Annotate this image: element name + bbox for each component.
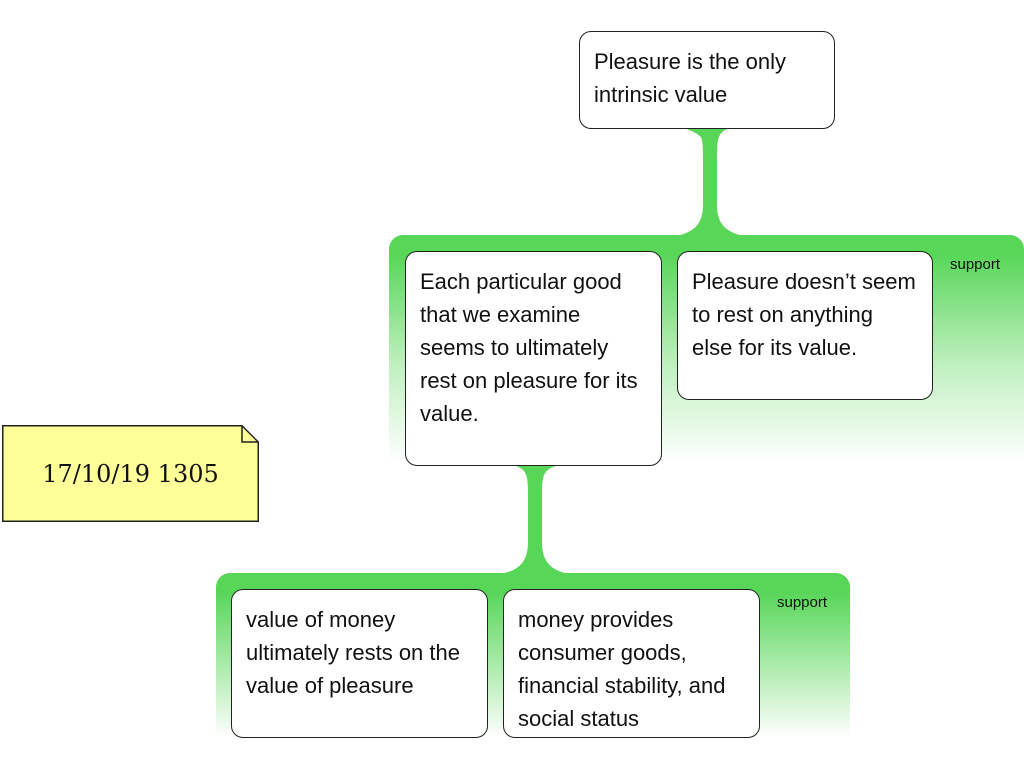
claim-box-pleasure-rests[interactable]: Pleasure doesn’t seem to rest on anythin… bbox=[677, 251, 933, 400]
connector-root-stem bbox=[660, 128, 760, 238]
claim-text-pleasure-rests: Pleasure doesn’t seem to rest on anythin… bbox=[692, 269, 916, 360]
claim-box-particular-good[interactable]: Each particular good that we examine see… bbox=[405, 251, 662, 466]
sticky-note-text: 17/10/19 1305 bbox=[42, 459, 219, 488]
support-label-upper: support bbox=[950, 256, 1001, 273]
sticky-note-shape bbox=[2, 425, 259, 522]
claim-text-money-provides: money provides consumer goods, financial… bbox=[518, 607, 726, 731]
connector-claim-to-support bbox=[485, 466, 585, 576]
sticky-note[interactable]: 17/10/19 1305 bbox=[2, 425, 259, 522]
claim-box-money-provides[interactable]: money provides consumer goods, financial… bbox=[503, 589, 760, 738]
claim-text-particular-good: Each particular good that we examine see… bbox=[420, 269, 638, 426]
claim-text-value-of-money: value of money ultimately rests on the v… bbox=[246, 607, 460, 698]
root-claim-box[interactable]: Pleasure is the only intrinsic value bbox=[579, 31, 835, 129]
claim-box-value-of-money[interactable]: value of money ultimately rests on the v… bbox=[231, 589, 488, 738]
root-claim-text: Pleasure is the only intrinsic value bbox=[594, 49, 786, 107]
support-label-lower: support bbox=[777, 594, 828, 611]
